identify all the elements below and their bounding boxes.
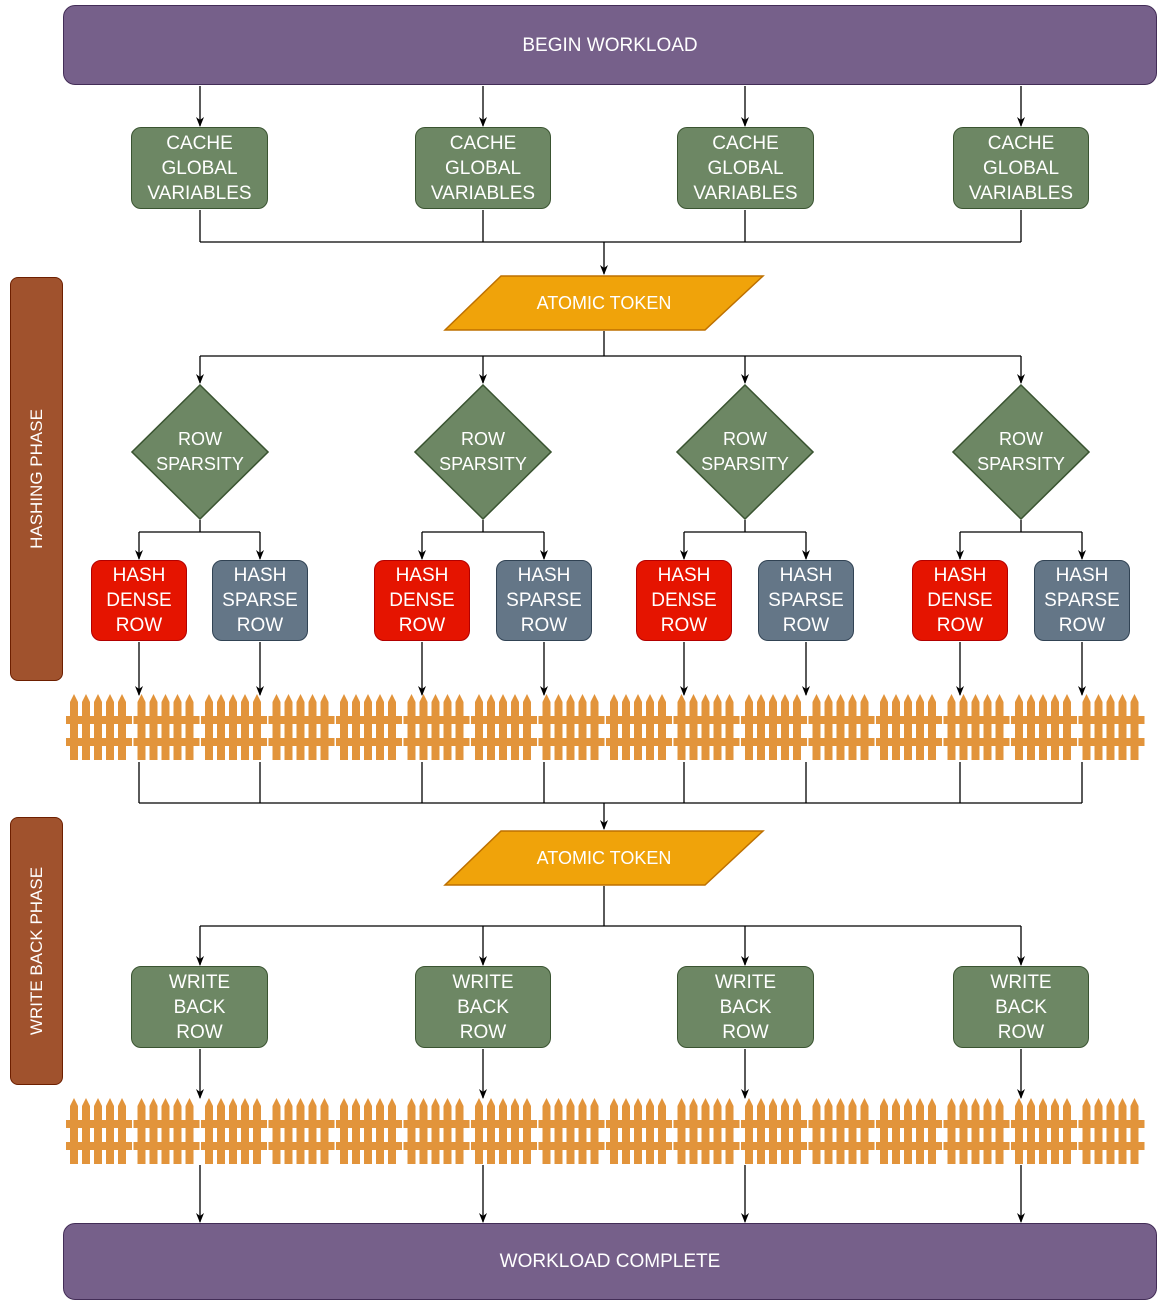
fence-icon — [673, 1098, 740, 1164]
row-sparsity-decision — [414, 384, 552, 520]
hash-dense-row-node: HASH DENSE ROW — [636, 560, 732, 641]
fence-icon — [538, 694, 605, 760]
fence-icon — [876, 694, 942, 760]
fence-icon — [268, 1098, 335, 1164]
cache-global-variables-node: CACHE GLOBAL VARIABLES — [677, 127, 814, 209]
write-back-row-node: WRITE BACK ROW — [953, 966, 1089, 1048]
row-sparsity-label: ROW SPARSITY — [156, 429, 244, 474]
hash-dense-row-node: HASH DENSE ROW — [912, 560, 1008, 641]
fence-icon — [471, 1098, 537, 1164]
cache-global-variables-node: CACHE GLOBAL VARIABLES — [415, 127, 551, 209]
atomic-token-label-2: ATOMIC TOKEN — [536, 847, 672, 868]
fence-icon — [133, 1098, 200, 1164]
fence-icon — [606, 1098, 672, 1164]
row-sparsity-label: ROW SPARSITY — [439, 429, 527, 474]
fence-icon — [336, 694, 402, 760]
workload-complete-node: WORKLOAD COMPLETE — [63, 1223, 1157, 1300]
fence-icon — [471, 694, 537, 760]
write-back-row-node: WRITE BACK ROW — [415, 966, 551, 1048]
hash-dense-row-node: HASH DENSE ROW — [374, 560, 470, 641]
fence-icon — [201, 694, 267, 760]
fence-icon — [268, 694, 335, 760]
fence-icon — [1011, 694, 1077, 760]
begin-workload-node: BEGIN WORKLOAD — [63, 5, 1157, 85]
fence-icon — [1078, 694, 1145, 760]
row-sparsity-decision — [131, 384, 269, 520]
fence-icon — [943, 1098, 1010, 1164]
row-sparsity-decision — [952, 384, 1090, 520]
fence-icon — [66, 694, 132, 760]
atomic-token-node-1 — [443, 275, 765, 331]
fence-icon — [1078, 1098, 1145, 1164]
fence-icon — [403, 694, 470, 760]
fence-icon — [1011, 1098, 1077, 1164]
fence-icon — [201, 1098, 267, 1164]
hashing-phase-text: HASHING PHASE — [26, 409, 46, 549]
fence-icon — [808, 694, 875, 760]
row-sparsity-label: ROW SPARSITY — [701, 429, 789, 474]
fence-icon — [808, 1098, 875, 1164]
cache-global-variables-node: CACHE GLOBAL VARIABLES — [131, 127, 268, 209]
row-sparsity-decision — [676, 384, 814, 520]
hash-sparse-row-node: HASH SPARSE ROW — [496, 560, 592, 641]
hash-dense-row-node: HASH DENSE ROW — [91, 560, 187, 641]
cache-global-variables-node: CACHE GLOBAL VARIABLES — [953, 127, 1089, 209]
fence-icon — [66, 1098, 132, 1164]
fence-icon — [876, 1098, 942, 1164]
write-back-row-node: WRITE BACK ROW — [677, 966, 814, 1048]
fence-icon — [741, 1098, 807, 1164]
fence-icon — [403, 1098, 470, 1164]
write-back-phase-label: WRITE BACK PHASE — [10, 817, 63, 1085]
fence-icon — [606, 694, 672, 760]
atomic-token-node-2 — [443, 830, 765, 886]
hash-sparse-row-node: HASH SPARSE ROW — [758, 560, 854, 641]
hash-sparse-row-node: HASH SPARSE ROW — [1034, 560, 1130, 641]
write-back-row-node: WRITE BACK ROW — [131, 966, 268, 1048]
fence-icon — [741, 694, 807, 760]
row-sparsity-label: ROW SPARSITY — [977, 429, 1065, 474]
hash-sparse-row-node: HASH SPARSE ROW — [212, 560, 308, 641]
write-back-phase-text: WRITE BACK PHASE — [26, 866, 46, 1036]
fence-icon — [538, 1098, 605, 1164]
fence-icon — [133, 694, 200, 760]
fence-icon — [673, 694, 740, 760]
hashing-phase-label: HASHING PHASE — [10, 277, 63, 681]
fence-icon — [943, 694, 1010, 760]
atomic-token-label-1: ATOMIC TOKEN — [536, 292, 672, 313]
fence-icon — [336, 1098, 402, 1164]
